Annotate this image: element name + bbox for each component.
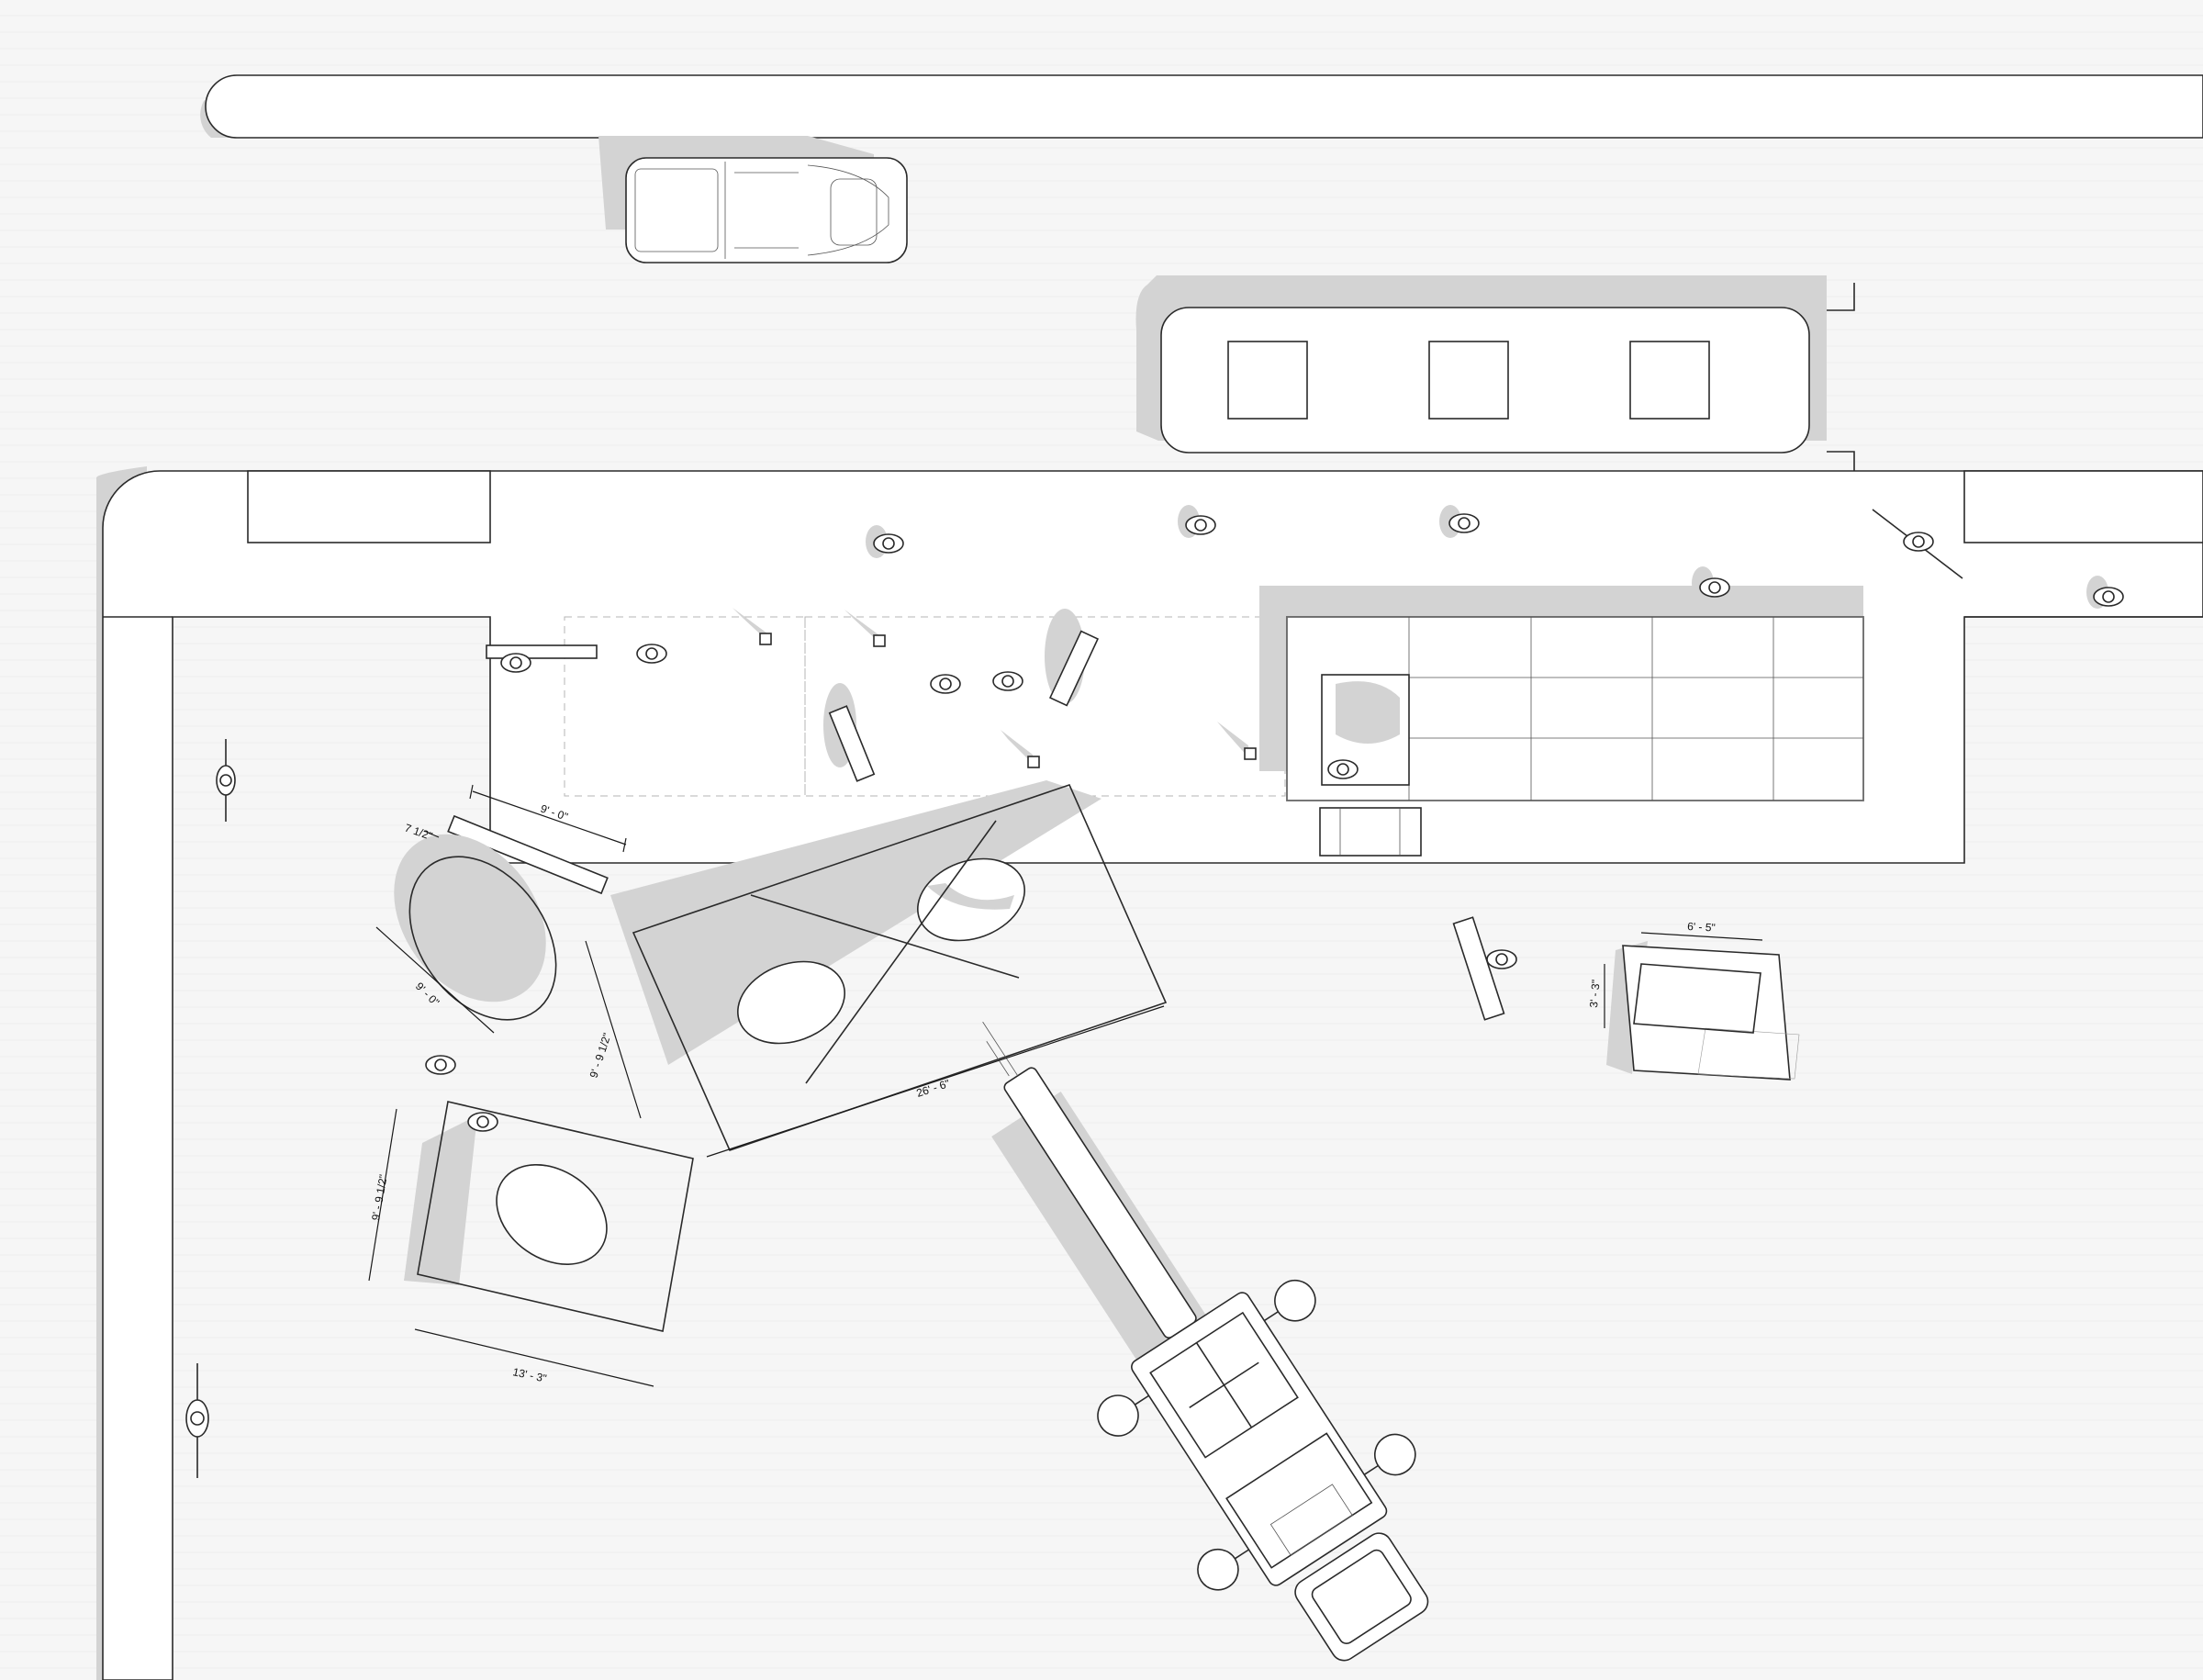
benches <box>447 609 1505 1021</box>
grid-panels <box>1606 941 1800 1081</box>
cyclist <box>216 739 236 822</box>
cyclist <box>1872 509 1963 579</box>
person <box>2086 576 2124 609</box>
large-deck <box>610 780 1168 1151</box>
bus <box>1135 275 1855 477</box>
person <box>500 653 531 673</box>
dim-grid-panel-height: 3' - 3" <box>1587 980 1603 1009</box>
person <box>425 1055 456 1075</box>
person <box>1439 505 1480 538</box>
cyclists <box>185 509 1963 1478</box>
person <box>866 525 904 558</box>
crane-truck <box>982 1021 1429 1662</box>
person <box>636 644 667 664</box>
bollards <box>732 608 1257 768</box>
pickup-truck <box>598 136 908 263</box>
dim-grid-panel-width: 6' - 5" <box>1687 920 1716 935</box>
person <box>930 674 961 694</box>
road-median <box>200 74 2203 139</box>
person <box>992 671 1023 691</box>
oval-seat <box>394 834 557 1021</box>
person <box>1486 949 1517 969</box>
person <box>1327 759 1359 779</box>
person <box>467 1112 498 1132</box>
grid-canopy <box>1259 586 1864 857</box>
people <box>425 505 2124 1132</box>
square-deck <box>404 1101 694 1332</box>
person <box>1692 566 1730 599</box>
person <box>1178 505 1216 538</box>
cyclist <box>185 1363 209 1478</box>
